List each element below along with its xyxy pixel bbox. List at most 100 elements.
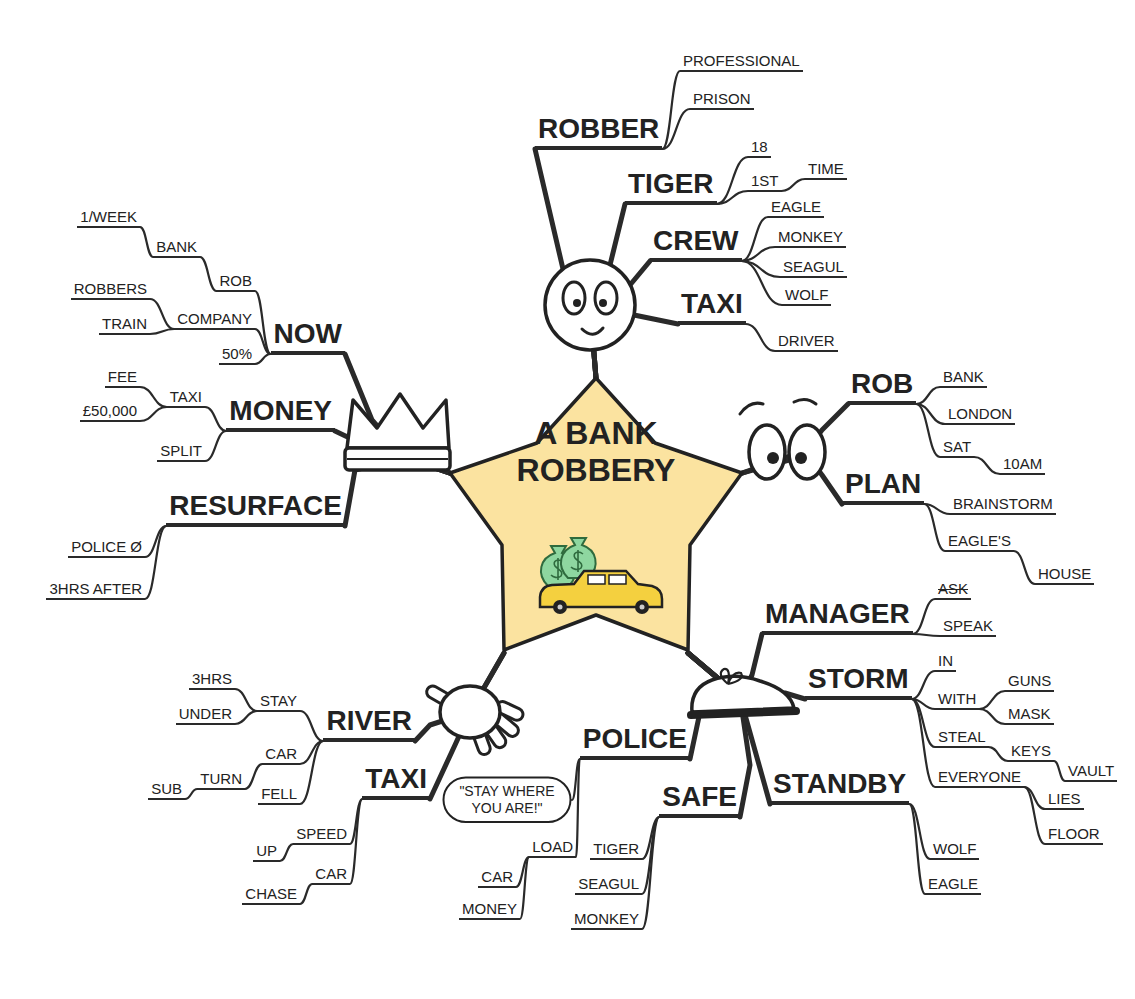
branch-label: NOW [274, 318, 342, 350]
head-eye [563, 282, 585, 314]
sub-branch-line [205, 431, 226, 461]
sub-branch-line [300, 884, 312, 904]
big-eye [789, 425, 825, 479]
sub-branch: TAXI [167, 388, 205, 408]
branch-label: 18 [751, 138, 768, 155]
branch-label: EAGLE [771, 198, 821, 215]
sub-branch: WOLF [930, 840, 979, 860]
sub-branch-line [205, 407, 226, 431]
sub-branch: LIES [1045, 790, 1084, 810]
sub-branch: SPEED [293, 825, 350, 845]
crown-band-line [347, 458, 448, 460]
branch-label: RIVER [326, 705, 412, 737]
sub-branch: SUB [148, 780, 185, 800]
sub-branch-line [909, 804, 925, 894]
sub-branch: FLOOR [1045, 825, 1103, 845]
branch-label: SPEED [296, 825, 347, 842]
sub-branch: UNDER [176, 705, 235, 725]
sub-branch: STAY [257, 692, 300, 712]
sub-branch: ROB [216, 272, 255, 292]
branch-label: TAXI [170, 388, 202, 405]
sub-branch-line [989, 747, 1009, 761]
sub-branch: EAGLE [925, 875, 981, 895]
sub-branch-line [150, 329, 174, 334]
branch-label: LIES [1048, 790, 1081, 807]
branch-label: WOLF [933, 840, 976, 857]
branch-label: 10AM [1003, 455, 1042, 472]
head-pupil [599, 299, 607, 307]
sub-branch: MONEY [459, 900, 520, 920]
eyebrow [740, 403, 763, 414]
main-branch: SAFE [659, 781, 740, 818]
sub-branch: EAGLE [768, 198, 824, 218]
shoe-sole [691, 711, 796, 715]
branch-label: MONKEY [778, 228, 843, 245]
main-branch: TIGER [625, 168, 717, 205]
big-pupil [795, 452, 807, 464]
branch-label: UNDER [179, 705, 232, 722]
sub-branch: 1ST [748, 172, 782, 192]
main-branch: RIVER [323, 705, 415, 742]
branch-label: £50,000 [83, 402, 137, 419]
branch-label: LOAD [532, 838, 573, 855]
branch-label: STANDBY [773, 768, 906, 800]
sub-branch-line [145, 526, 166, 599]
sub-branch-line [742, 217, 769, 261]
branch-label: TAXI [681, 288, 743, 320]
branch-label: MASK [1008, 705, 1051, 722]
main-branch: STORM [805, 663, 912, 700]
sub-branch: SEAGUL [575, 875, 642, 895]
taxi-window [609, 575, 626, 584]
branch-label: VAULT [1068, 762, 1114, 779]
sub-branch: GUNS [1005, 672, 1054, 692]
sub-branch: TURN [197, 770, 245, 790]
branch-label: 3HRS AFTER [49, 580, 142, 597]
main-branch-line [345, 354, 450, 473]
branch-label: MONEY [462, 900, 517, 917]
main-branch: MANAGER [762, 598, 913, 635]
sub-branch: MONKEY [571, 910, 642, 930]
sub-branch-line [642, 817, 659, 929]
branch-label: STAY [260, 692, 297, 709]
branch-label: CHASE [245, 885, 297, 902]
sub-branch: CAR [478, 868, 516, 888]
sub-branch-line [662, 109, 690, 149]
branch-label: EAGLE'S [948, 532, 1011, 549]
money-bag-mark [571, 550, 583, 572]
branch-label: PROFESSIONAL [683, 52, 800, 69]
sub-branch: PROFESSIONAL [680, 52, 803, 72]
main-branch: POLICE [580, 723, 690, 760]
sub-branch-line [255, 354, 271, 364]
sub-branch-line [916, 387, 940, 404]
sub-branch: HOUSE [1035, 565, 1094, 585]
sub-branch-line [280, 844, 293, 861]
sub-branch: BANK [153, 238, 200, 258]
sub-branch: DRIVER [775, 332, 838, 352]
branch-label: WOLF [785, 286, 828, 303]
branch-label: MONEY [229, 395, 332, 427]
main-branch: CREW [650, 225, 742, 262]
branch-label: ASK [938, 580, 968, 597]
head-smile [582, 328, 603, 334]
sub-branch: £50,000 [80, 402, 140, 422]
branch-label: 50% [222, 345, 252, 362]
branch-label: EAGLE [928, 875, 978, 892]
branch-label: SAT [943, 438, 971, 455]
sub-branch-line [912, 699, 935, 787]
head-eye [595, 282, 617, 314]
branch-label: EVERYONE [938, 768, 1021, 785]
branch-label: POLICE [583, 723, 687, 755]
head [545, 260, 635, 350]
sub-branch: EVERYONE [935, 768, 1024, 788]
sub-branch: ROBBERS [71, 280, 150, 300]
branch-label: ROBBERS [74, 280, 147, 297]
bubble-shape [444, 778, 571, 823]
sub-branch: ASK [935, 580, 971, 600]
branch-label: POLICE Ø [71, 538, 142, 555]
shoe [692, 676, 794, 712]
crown [347, 394, 449, 448]
sub-branch-line [979, 709, 1005, 724]
branch-label: HOUSE [1038, 565, 1091, 582]
branch-label: BANK [943, 368, 984, 385]
